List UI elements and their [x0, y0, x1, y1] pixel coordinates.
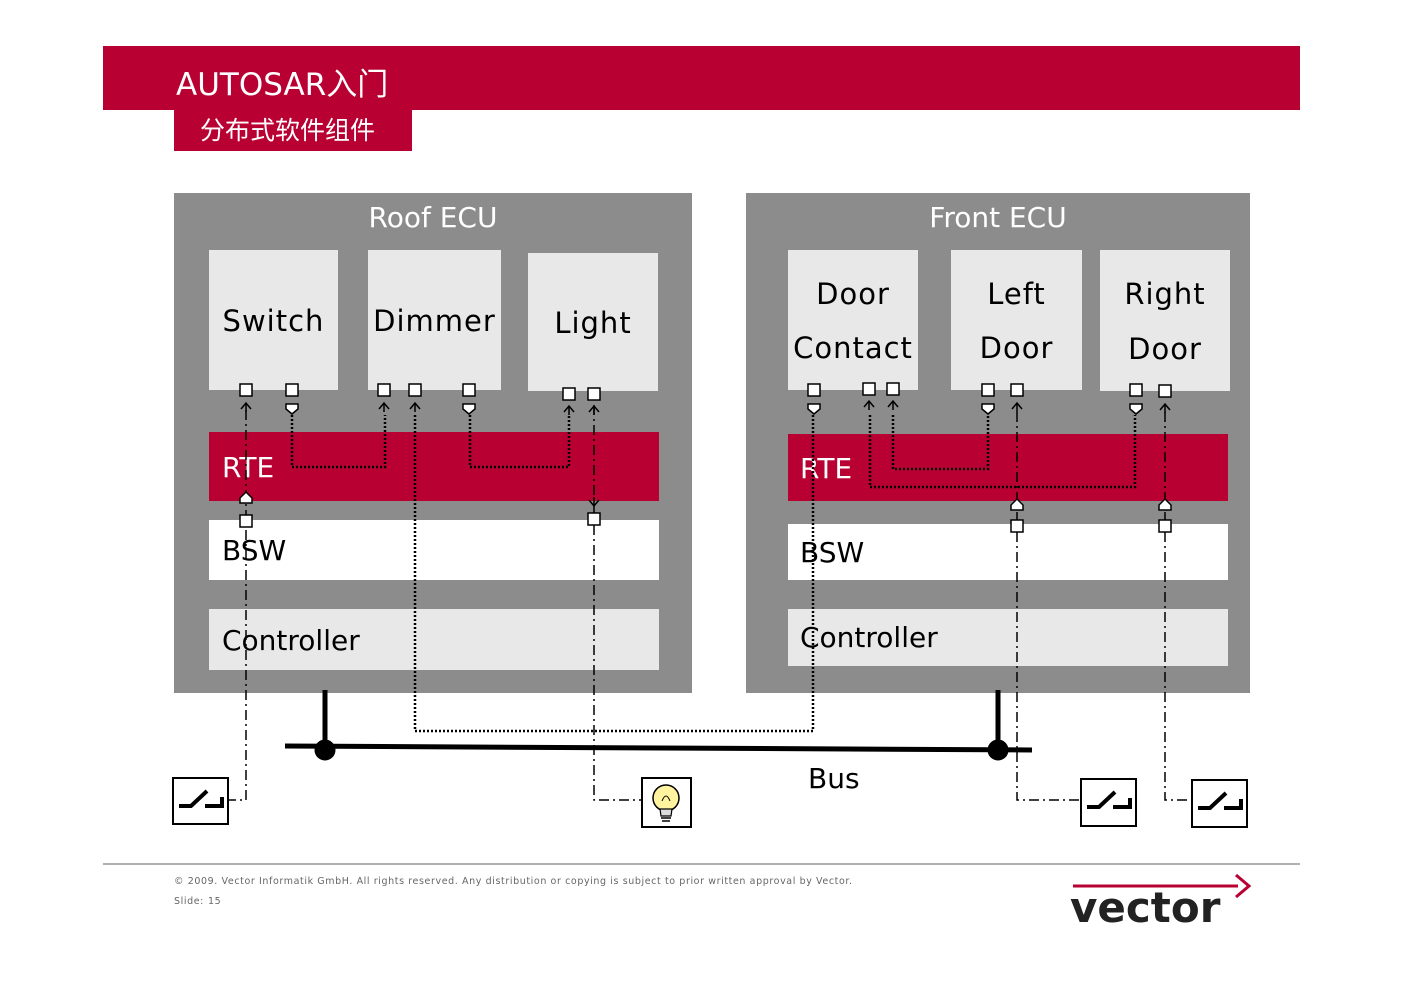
swc-door-contact-label-1: Door: [816, 277, 890, 311]
front-bsw-label: BSW: [800, 536, 865, 569]
swc-switch: [209, 250, 338, 390]
front-rte: [788, 434, 1228, 501]
front-controller-label: Controller: [800, 621, 938, 654]
bus: [284, 690, 1033, 761]
swc-dimmer-label: Dimmer: [373, 304, 496, 338]
roof-rte-label: RTE: [222, 451, 275, 484]
light-bulb-icon: [652, 784, 680, 822]
front-rte-label: RTE: [800, 452, 853, 485]
roof-controller: [209, 609, 659, 670]
slide-label: Slide:: [174, 896, 204, 907]
roof-ports: [239, 383, 601, 528]
swc-light: [528, 253, 658, 391]
roof-controller-label: Controller: [222, 624, 360, 657]
swc-left-door-label-1: Left: [987, 277, 1046, 311]
page-title: AUTOSAR入门: [176, 67, 389, 103]
swc-door-contact-label-2: Contact: [793, 331, 913, 365]
roof-bsw-label: BSW: [222, 534, 287, 567]
swc-switch-label: Switch: [222, 304, 325, 338]
swc-left-door-label-2: Door: [979, 331, 1054, 365]
swc-left-door: [951, 250, 1082, 390]
roof-switch-device: [172, 777, 229, 825]
swc-dimmer: [368, 250, 501, 390]
front-ports: [807, 382, 1172, 533]
hardware-signal-lines: [228, 405, 1192, 801]
slide-number: Slide: 15: [174, 896, 221, 907]
swc-light-label: Light: [554, 306, 632, 340]
roof-rte: [209, 432, 659, 501]
header-bar: [103, 46, 1300, 110]
front-ecu-title: Front ECU: [929, 201, 1067, 234]
roof-ecu-title: Roof ECU: [368, 201, 498, 234]
switch-icon: [1087, 790, 1132, 809]
bus-label: Bus: [808, 762, 860, 795]
front-logical-connections: [868, 415, 1137, 489]
front-controller: [788, 609, 1228, 666]
subtitle-bar: [174, 110, 412, 151]
swc-right-door-label-1: Right: [1124, 277, 1206, 311]
cross-ecu-connection: [413, 415, 815, 733]
left-door-switch-device: [1080, 778, 1137, 827]
swc-right-door-label-2: Door: [1128, 332, 1202, 366]
light-bulb-device: [641, 777, 692, 828]
right-door-switch-device: [1191, 779, 1248, 828]
page-subtitle: 分布式软件组件: [200, 116, 376, 145]
roof-logical-connections: [290, 415, 571, 469]
switch-icon: [1198, 791, 1243, 810]
roof-bsw: [209, 520, 659, 580]
footer-divider: [103, 863, 1300, 865]
swc-right-door: [1100, 250, 1230, 391]
switch-icon: [179, 789, 224, 808]
slide-number-value: 15: [208, 896, 222, 907]
swc-door-contact: [788, 250, 918, 390]
copyright-text: © 2009. Vector Informatik GmbH. All righ…: [174, 876, 853, 887]
front-bsw: [788, 524, 1228, 580]
